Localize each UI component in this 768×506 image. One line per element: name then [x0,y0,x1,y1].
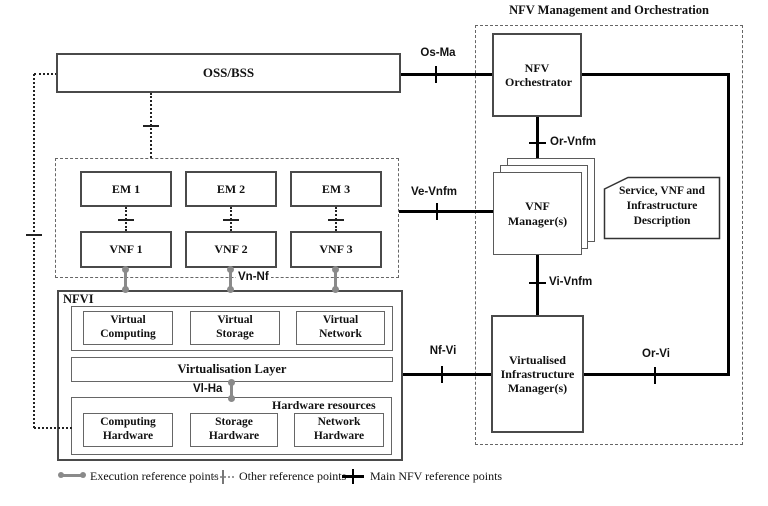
vnf2-exec-dot-top [227,266,234,273]
virtual-computing-label: Virtual Computing [100,314,156,340]
left-dotted-line [33,74,35,428]
vnf3-exec-dot-bottom [332,286,339,293]
vi-vnfm-label: Vi-Vnfm [549,276,593,288]
ve-vnfm-label: Ve-Vnfm [410,186,457,198]
em2-label: EM 2 [216,181,246,196]
vi-vnfm-line [536,255,539,315]
legend-execution-dot-right [80,472,86,478]
virtualisation-layer-box: Virtualisation Layer [71,357,393,382]
or-vnfm-label: Or-Vnfm [550,136,596,148]
vnf3-label: VNF 3 [319,242,353,257]
oss-bss-label: OSS/BSS [202,65,255,81]
legend-execution-dot-left [58,472,64,478]
em3-label: EM 3 [321,181,351,196]
storage-hardware-label: Storage Hardware [208,416,260,442]
vnf1-box: VNF 1 [80,231,172,268]
virtual-storage-label: Virtual Storage [216,314,254,340]
or-vnfm-line [536,117,539,162]
legend-execution-label: Execution reference points [90,469,219,483]
nfv-orchestrator-box: NFV Orchestrator [492,33,582,117]
virtual-storage-box: Virtual Storage [190,311,280,345]
oss-em-tick [143,125,159,127]
computing-hardware-box: Computing Hardware [83,413,173,447]
em3-box: EM 3 [290,171,382,207]
oss-bss-box: OSS/BSS [56,53,401,93]
or-vi-tick [654,367,656,384]
os-ma-label: Os-Ma [420,47,456,59]
vl-ha-exec-dot-bottom [228,395,235,402]
left-dotted-tick [26,234,42,236]
vn-nf-label: Vn-Nf [236,271,271,283]
vim-box: Virtualised Infrastructure Manager(s) [491,315,584,433]
vnf1-label: VNF 1 [109,242,143,257]
or-vnfm-tick [529,142,546,144]
vnf1-exec-dot-bottom [122,286,129,293]
description-note-label: Service, VNF and Infrastructure Descript… [619,185,705,227]
left-bottom-dotted-line [34,427,72,429]
ve-vnfm-tick [436,203,438,220]
ve-vnfm-line [399,210,494,213]
em1-vnf1-tick [118,219,134,221]
em3-vnf3-tick [328,219,344,221]
nf-vi-tick [441,366,443,383]
os-ma-line [401,73,492,76]
vl-ha-exec-dot-top [228,379,235,386]
vnf3-nfvi-exec-line [334,269,337,290]
diagram-title: NFV Management and Orchestration [509,3,709,17]
os-ma-tick [435,66,437,83]
nf-vi-label: Nf-Vi [429,345,457,357]
virtual-computing-box: Virtual Computing [83,311,173,345]
vnf3-box: VNF 3 [290,231,382,268]
vnf1-nfvi-exec-line [124,269,127,290]
orchestrator-orvi-line [582,73,730,76]
legend-execution-line [61,474,83,477]
vnf-manager-box: VNF Manager(s) [493,172,582,255]
vim-label: Virtualised Infrastructure Manager(s) [500,352,575,396]
legend-main-label: Main NFV reference points [370,469,503,483]
legend-other-label: Other reference points [239,469,347,483]
em1-box: EM 1 [80,171,172,207]
em-vnf-dashed-container [55,158,399,278]
nfv-orchestrator-label: NFV Orchestrator [505,60,573,89]
em1-label: EM 1 [111,181,141,196]
vnf2-nfvi-exec-line [229,269,232,290]
vnf1-exec-dot-top [122,266,129,273]
em2-box: EM 2 [185,171,277,207]
vnf-manager-label: VNF Manager(s) [507,199,568,228]
or-vi-vertical-line [727,73,730,376]
network-hardware-box: Network Hardware [294,413,384,447]
virtual-network-box: Virtual Network [296,311,385,345]
legend-other-tick [222,470,224,484]
vl-ha-label: Vl-Ha [191,383,225,395]
computing-hardware-label: Computing Hardware [100,416,156,442]
description-note-shape [603,176,721,240]
vnf3-exec-dot-top [332,266,339,273]
or-vi-label: Or-Vi [642,348,670,360]
nfvi-label: NFVI [63,292,94,306]
vnf2-box: VNF 2 [185,231,277,268]
vl-ha-exec-line [230,380,233,399]
hardware-resources-label: Hardware resources [272,398,376,412]
network-hardware-label: Network Hardware [313,416,365,442]
storage-hardware-box: Storage Hardware [190,413,278,447]
vi-vnfm-tick [529,282,546,284]
em2-vnf2-tick [223,219,239,221]
virtual-network-label: Virtual Network [319,314,362,340]
left-top-dotted-line [34,73,57,75]
legend-main-tick [352,469,354,484]
mano-dashed-container [475,25,743,445]
vnf2-exec-dot-bottom [227,286,234,293]
virtualisation-layer-label: Virtualisation Layer [177,362,287,377]
vnf2-label: VNF 2 [214,242,248,257]
nf-vi-line [403,373,491,376]
